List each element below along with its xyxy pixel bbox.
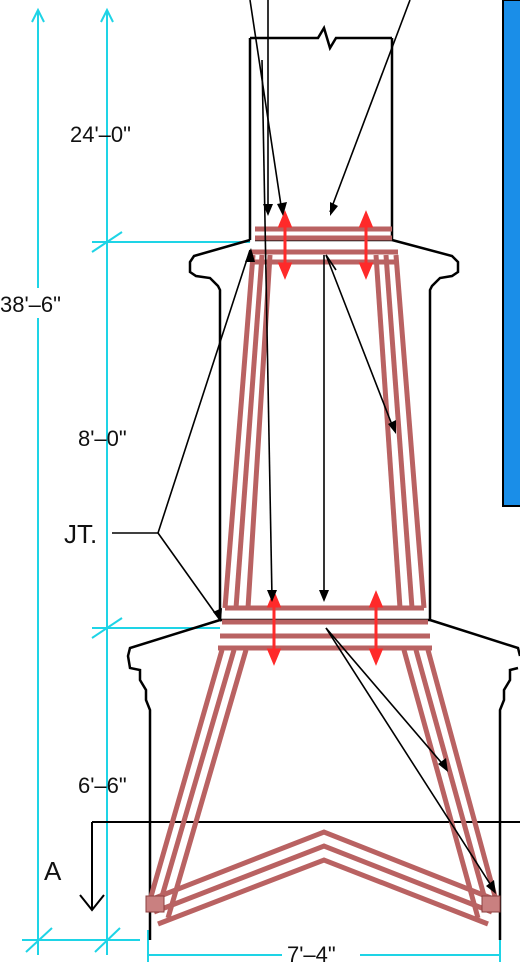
post-tension-tendons xyxy=(145,226,501,927)
dim-lower-segment: 6'–6" xyxy=(78,773,127,798)
joint-label: JT. xyxy=(64,519,97,549)
dim-middle-segment: 8'–0" xyxy=(78,426,127,451)
section-mark-label: A xyxy=(44,856,62,886)
dim-upper-segment: 24'–0" xyxy=(70,122,131,147)
leader-lines xyxy=(112,0,495,891)
leader-arrowheads xyxy=(213,202,496,894)
base-anchor-right xyxy=(481,895,501,913)
section-cut-line xyxy=(79,821,520,912)
anchor-markers xyxy=(266,210,384,666)
lower-v-tendons xyxy=(147,649,499,927)
dim-overall-height: 38'–6" xyxy=(0,292,61,317)
upper-anchor-bands xyxy=(250,226,398,265)
middle-anchor-bands xyxy=(218,605,432,651)
dimension-lines xyxy=(22,7,501,962)
upper-right-tendons xyxy=(373,254,427,609)
base-anchor-left xyxy=(145,895,165,913)
dim-base-width: 7'–4" xyxy=(287,942,336,965)
side-panel xyxy=(502,0,520,507)
